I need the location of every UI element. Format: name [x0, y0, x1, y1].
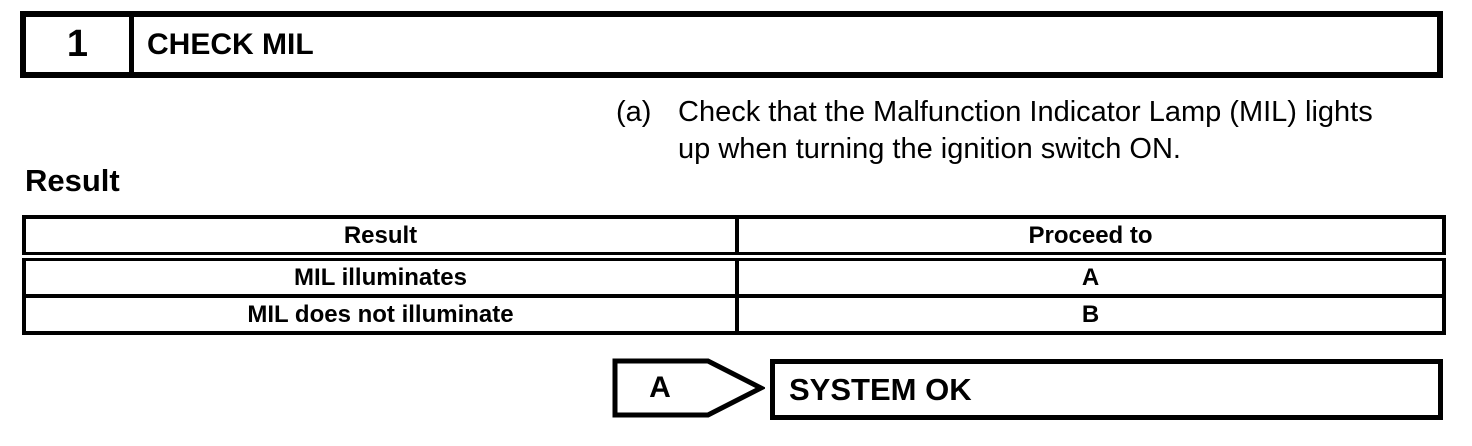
step-header-box: 1 CHECK MIL [20, 11, 1443, 78]
table-row: MIL does not illuminate B [22, 294, 1446, 335]
branch-connector: A [612, 358, 765, 418]
branch-label: A [649, 371, 671, 404]
instruction-line-2: up when turning the ignition switch ON. [678, 133, 1181, 165]
instruction-paragraph: (a) Check that the Malfunction Indicator… [616, 94, 1373, 168]
result-section-heading: Result [25, 163, 120, 198]
table-row: MIL illuminates A [22, 254, 1446, 298]
instruction-marker: (a) [616, 96, 652, 128]
outcome-box: SYSTEM OK [770, 359, 1443, 420]
instruction-text: Check that the Malfunction Indicator Lam… [678, 94, 1373, 168]
result-cell: MIL illuminates [22, 254, 739, 298]
instruction-line-1: Check that the Malfunction Indicator Lam… [678, 96, 1373, 128]
result-cell: MIL does not illuminate [22, 294, 739, 335]
step-title: CHECK MIL [147, 27, 314, 61]
proceed-to-cell: B [735, 294, 1446, 335]
step-number: 1 [26, 17, 134, 72]
column-header-result: Result [22, 215, 739, 261]
result-table-header-row: Result Proceed to [22, 215, 1446, 261]
branch-arrow-icon [612, 358, 765, 418]
result-table: Result Proceed to MIL illuminates A MIL … [22, 215, 1446, 335]
outcome-text: SYSTEM OK [789, 371, 972, 407]
proceed-to-cell: A [735, 254, 1446, 298]
column-header-proceed-to: Proceed to [735, 215, 1446, 261]
